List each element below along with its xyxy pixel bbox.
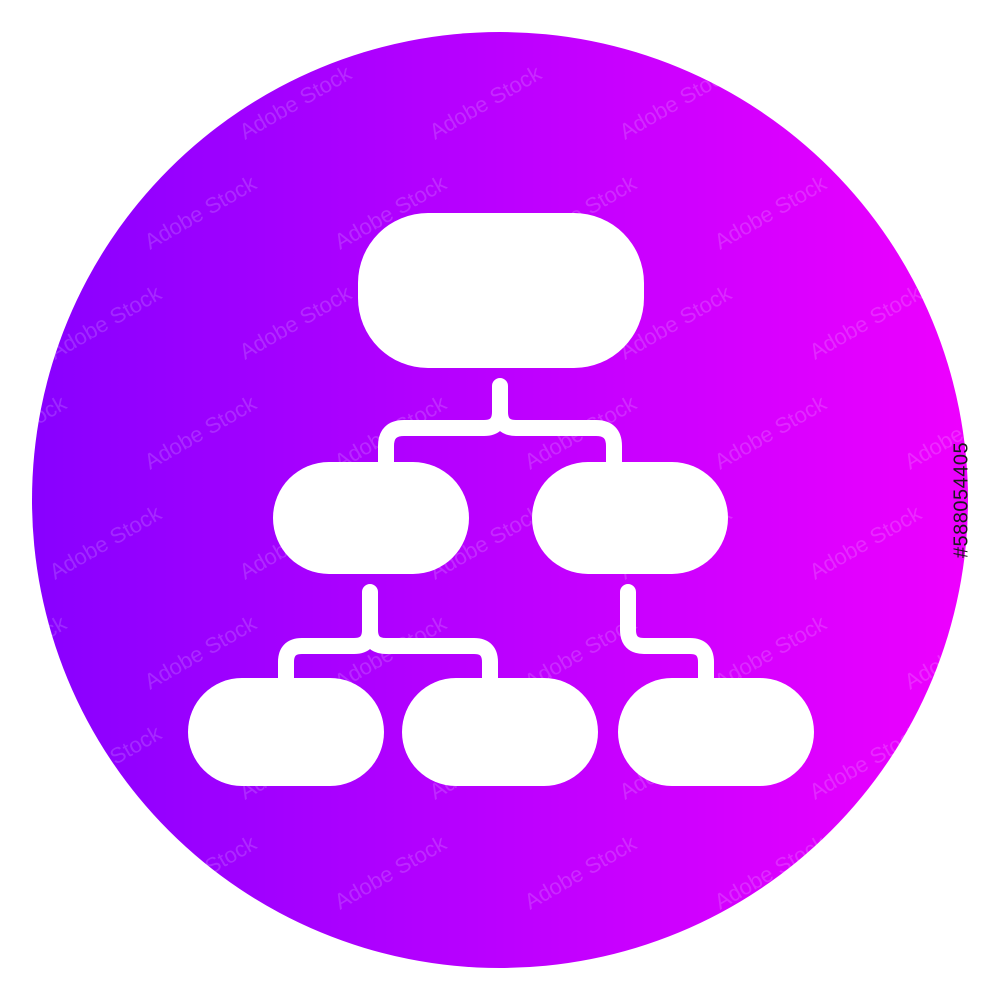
flowchart-node-leaf-3 bbox=[618, 678, 814, 786]
stock-image-id-text: #588054405 bbox=[950, 441, 973, 559]
flowchart-node-level2-right bbox=[532, 462, 728, 574]
flowchart-node-root bbox=[358, 213, 644, 368]
flowchart-node-leaf-2 bbox=[402, 678, 598, 786]
gradient-circle-background bbox=[32, 32, 968, 968]
flowchart-shapes bbox=[188, 213, 814, 786]
flowchart-node-level2-left bbox=[273, 462, 469, 574]
connector-lines bbox=[278, 378, 714, 686]
flowchart-node-leaf-1 bbox=[188, 678, 384, 786]
